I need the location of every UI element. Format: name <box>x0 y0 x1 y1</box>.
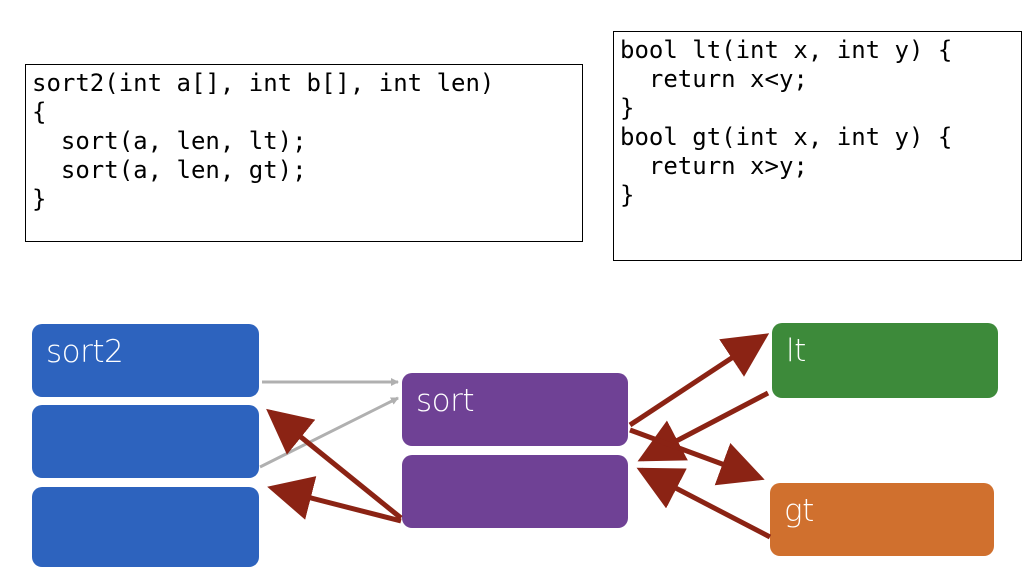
sort2-frame-3 <box>32 487 259 567</box>
call-arrow-sort-to-gt <box>629 427 765 486</box>
lt-frame: lt <box>772 323 998 398</box>
sort-frame-1: sort <box>402 373 628 446</box>
lt-label: lt <box>786 333 806 369</box>
sort2-label: sort2 <box>46 334 124 370</box>
return-arrow-sort-to-sort2-1 <box>266 408 403 520</box>
comparators-code-box: bool lt(int x, int y) { return x<y; } bo… <box>613 31 1022 261</box>
sort2-code-box: sort2(int a[], int b[], int len) { sort(… <box>25 64 583 242</box>
return-arrow-sort-to-sort2-2 <box>267 476 402 524</box>
sort2-frame-1: sort2 <box>32 324 259 397</box>
return-arrow-lt-to-sort <box>637 390 770 462</box>
call-arrow-sort-to-lt <box>628 333 770 428</box>
call-arrow-2 <box>259 396 399 469</box>
sort-frame-2 <box>402 455 628 528</box>
gt-label: gt <box>784 493 814 529</box>
sort-label: sort <box>416 383 475 419</box>
return-arrow-gt-to-sort <box>636 467 772 540</box>
gt-frame: gt <box>770 483 994 556</box>
sort2-frame-2 <box>32 405 259 478</box>
